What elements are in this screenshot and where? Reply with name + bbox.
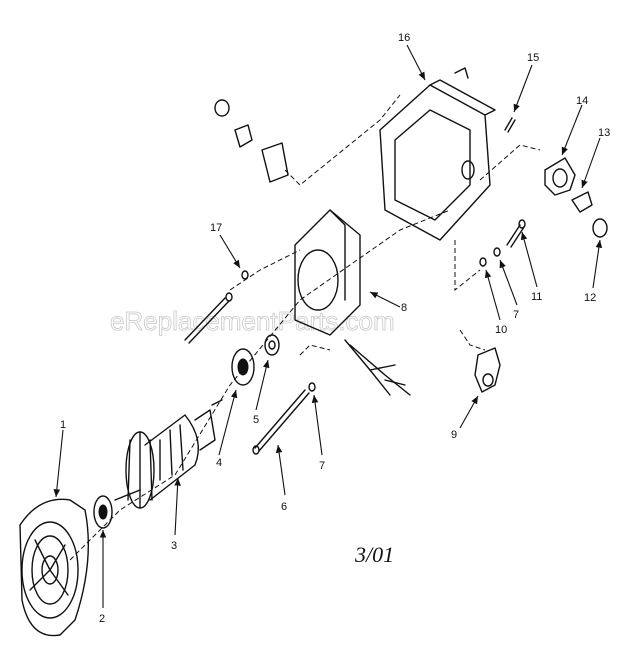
callout-12: 12	[584, 292, 596, 304]
callout-9: 9	[451, 429, 457, 441]
callout-7-lower: 7	[319, 460, 325, 472]
watermark-text: eReplacementParts.com	[110, 306, 395, 336]
callout-3: 3	[171, 540, 177, 552]
assembly-center-lines	[69, 94, 541, 561]
callout-7-upper: 7	[513, 309, 519, 321]
part-end-bell	[19, 498, 90, 637]
part-bearing-front	[93, 495, 113, 529]
callout-11: 11	[531, 291, 542, 303]
callout-16: 16	[398, 32, 410, 44]
part-brush-spring-cap	[592, 218, 608, 238]
callout-13: 13	[598, 127, 610, 139]
part-bearing-rear	[231, 348, 255, 386]
part-brush-holder	[474, 347, 501, 393]
part-field-stator	[294, 209, 411, 396]
callout-14: 14	[576, 95, 588, 107]
callout-8: 8	[401, 302, 407, 314]
callout-10: 10	[495, 324, 507, 336]
part-lock-washer-lower	[308, 382, 316, 392]
part-armature	[114, 399, 223, 509]
part-brush-assembly-left	[214, 99, 289, 183]
part-brush	[571, 191, 593, 213]
callout-2: 2	[99, 613, 105, 625]
part-screw-15	[504, 117, 516, 133]
part-screw-right	[506, 219, 526, 248]
callout-5: 5	[253, 414, 259, 426]
callout-1: 1	[60, 419, 66, 431]
part-lock-washer-right	[493, 247, 501, 257]
part-through-bolt-lower	[252, 389, 310, 455]
part-washer-right	[479, 257, 487, 267]
part-through-bolt-upper	[184, 292, 233, 344]
callout-15: 15	[527, 52, 539, 64]
callout-17: 17	[210, 222, 222, 234]
part-brush-cap	[544, 157, 576, 196]
part-washer	[264, 334, 280, 356]
revision-mark: 3/01	[354, 542, 394, 567]
part-washer-17	[241, 270, 249, 280]
callout-arrows	[53, 44, 603, 608]
callout-6: 6	[281, 501, 287, 513]
callout-4: 4	[216, 457, 222, 469]
part-motor-housing	[379, 67, 496, 241]
callout-labels: 1 2 3 4 5 6 7 8 9 10 7 11 12 13 14 15 16…	[60, 32, 610, 625]
